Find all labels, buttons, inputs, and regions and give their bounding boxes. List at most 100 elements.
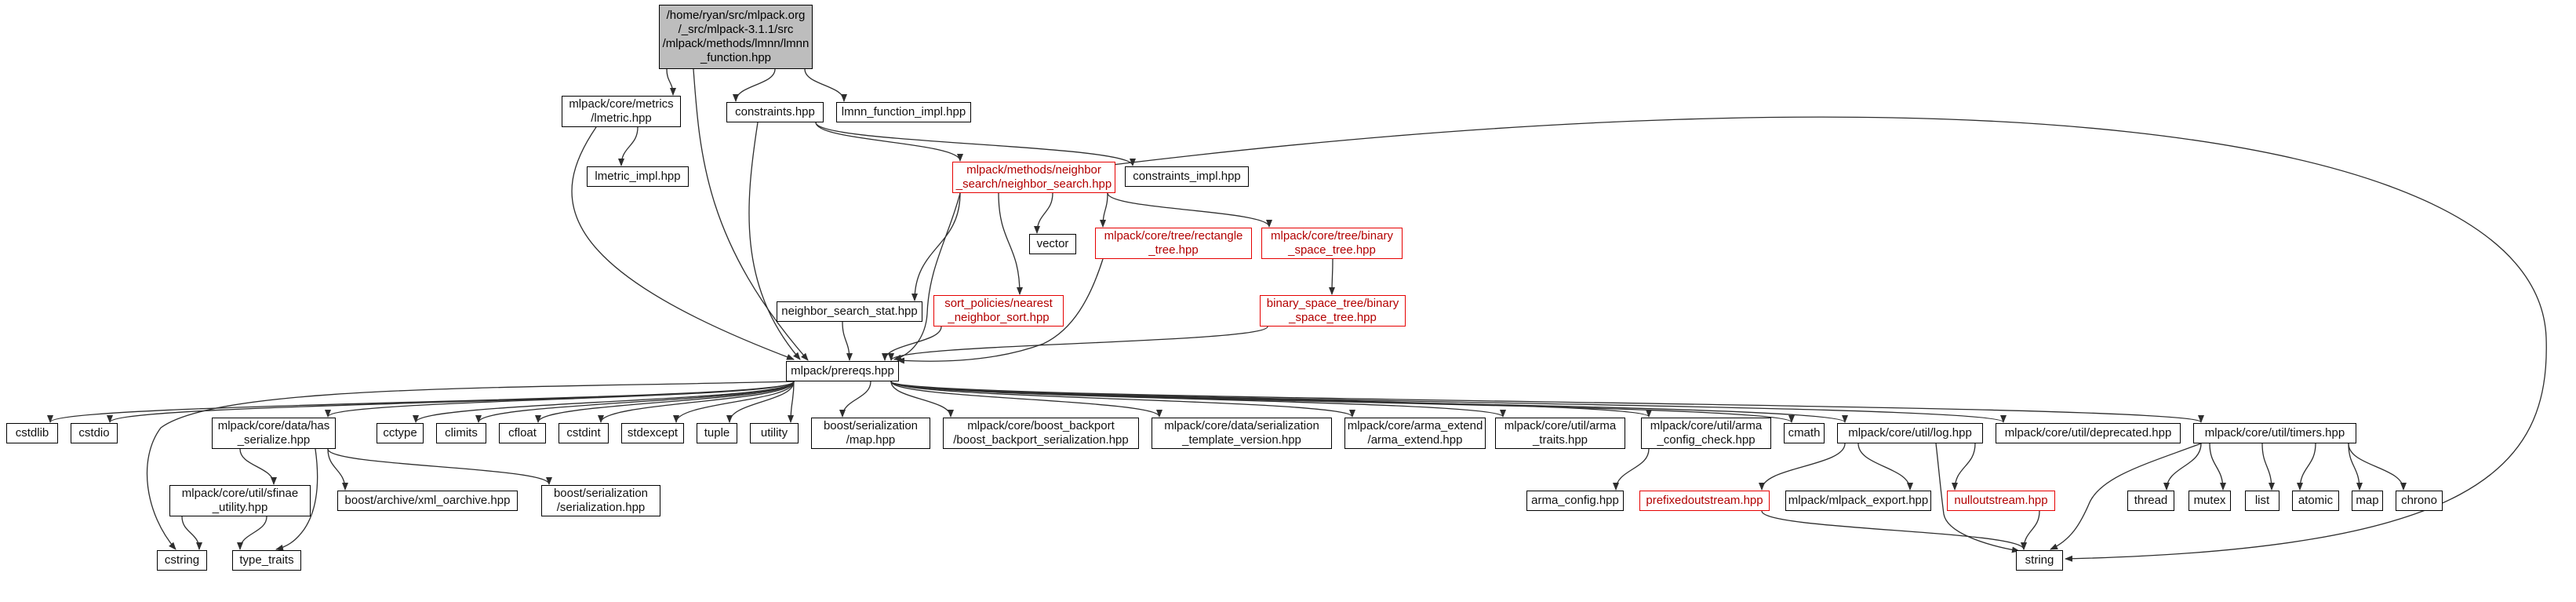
node-label: mlpack/core/util/log.hpp	[1848, 426, 1972, 440]
edge-prereqs-stdexcept	[673, 381, 795, 423]
node-log[interactable]: mlpack/core/util/log.hpp	[1837, 423, 1983, 443]
node-constraints_impl[interactable]: constraints_impl.hpp	[1125, 166, 1249, 187]
node-ser_map: boost/serialization/map.hpp	[811, 418, 930, 449]
node-label: mlpack/core/tree/rectangle	[1104, 229, 1243, 243]
edge-rectangle_tree-prereqs	[897, 258, 1104, 364]
node-cstdio: cstdio	[71, 423, 118, 443]
node-label: type_traits	[239, 553, 294, 567]
node-ser_tmpl[interactable]: mlpack/core/data/serialization_template_…	[1152, 418, 1332, 449]
node-label: /lmetric.hpp	[591, 111, 652, 125]
edge-prereqs-cstring	[146, 381, 795, 550]
node-label: climits	[445, 426, 478, 440]
node-label: utility	[760, 426, 788, 440]
node-nearest_neighbor_sort[interactable]: sort_policies/nearest_neighbor_sort.hpp	[933, 295, 1064, 327]
node-string: string	[2016, 550, 2063, 571]
node-prefixedoutstream[interactable]: prefixedoutstream.hpp	[1639, 491, 1770, 511]
node-label: cfloat	[508, 426, 537, 440]
edge-neighbor_search_stat-prereqs	[842, 321, 853, 361]
node-binary_space_tree_hpp[interactable]: mlpack/core/tree/binary_space_tree.hpp	[1261, 228, 1403, 259]
edge-neighbor_search-string	[1112, 116, 2547, 562]
edge-log-mlpack_export	[1857, 443, 1913, 491]
node-nulloutstream[interactable]: nulloutstream.hpp	[1947, 491, 2055, 511]
node-label: _search/neighbor_search.hpp	[955, 177, 1112, 191]
edge-constraints-prereqs	[748, 122, 801, 360]
node-cctype: cctype	[377, 423, 424, 443]
node-label: _space_tree.hpp	[1288, 243, 1376, 257]
node-timers[interactable]: mlpack/core/util/timers.hpp	[2193, 423, 2356, 443]
edge-has_serialize-ser_ser	[327, 448, 552, 485]
node-constraints[interactable]: constraints.hpp	[726, 102, 824, 122]
node-utility: utility	[750, 423, 799, 443]
node-neighbor_search_stat[interactable]: neighbor_search_stat.hpp	[777, 301, 922, 322]
node-label: mlpack/core/util/sfinae	[181, 487, 299, 500]
node-lmetric_impl[interactable]: lmetric_impl.hpp	[587, 166, 689, 187]
edge-nulloutstream-string	[2021, 510, 2040, 550]
node-vector: vector	[1029, 234, 1076, 254]
node-prereqs[interactable]: mlpack/prereqs.hpp	[786, 361, 899, 381]
edge-neighbor_search-binary_space_tree_hpp	[1107, 192, 1272, 228]
node-has_serialize[interactable]: mlpack/core/data/has_serialize.hpp	[212, 418, 336, 449]
node-lmnn_impl[interactable]: lmnn_function_impl.hpp	[836, 102, 971, 122]
node-label: cstring	[164, 553, 200, 567]
node-stdexcept: stdexcept	[621, 423, 684, 443]
edge-timers-mutex	[2209, 443, 2226, 491]
node-mlpack_export[interactable]: mlpack/mlpack_export.hpp	[1785, 491, 1931, 511]
node-label: _traits.hpp	[1532, 433, 1588, 447]
node-label: arma_config.hpp	[1531, 494, 1619, 507]
node-deprecated[interactable]: mlpack/core/util/deprecated.hpp	[1996, 423, 2181, 443]
node-label: sort_policies/nearest	[944, 297, 1053, 310]
node-backport[interactable]: mlpack/core/boost_backport/boost_backpor…	[943, 418, 1139, 449]
node-label: _tree.hpp	[1148, 243, 1199, 257]
node-label: /arma_extend.hpp	[1367, 433, 1463, 447]
edge-timers-atomic	[2297, 443, 2316, 491]
edge-prereqs-arma_config_check	[890, 381, 1652, 418]
node-arma_traits[interactable]: mlpack/core/util/arma_traits.hpp	[1495, 418, 1625, 449]
edge-prereqs-cstdint	[598, 381, 795, 423]
edge-lmetric-prereqs	[571, 126, 795, 360]
node-rectangle_tree[interactable]: mlpack/core/tree/rectangle_tree.hpp	[1095, 228, 1252, 259]
node-label: mlpack/core/data/has	[217, 419, 330, 432]
node-label: boost/serialization	[553, 487, 649, 500]
node-label: mlpack/core/data/serialization	[1164, 419, 1319, 432]
node-arma_extend[interactable]: mlpack/core/arma_extend/arma_extend.hpp	[1344, 418, 1486, 449]
node-label: mlpack/core/util/timers.hpp	[2204, 426, 2345, 440]
node-label: /_src/mlpack-3.1.1/src	[678, 23, 794, 36]
node-label: mlpack/core/arma_extend	[1347, 419, 1483, 432]
edge-prereqs-tuple	[726, 381, 795, 423]
edge-prereqs-utility	[788, 381, 795, 423]
node-tuple: tuple	[697, 423, 737, 443]
node-label: map	[2356, 494, 2379, 507]
node-label: mlpack/core/util/deprecated.hpp	[2004, 426, 2172, 440]
node-map: map	[2352, 491, 2383, 511]
edge-timers-thread	[2163, 443, 2202, 491]
node-sfinae[interactable]: mlpack/core/util/sfinae_utility.hpp	[169, 485, 311, 516]
node-label: list	[2254, 494, 2270, 507]
edge-bst_bst-prereqs	[888, 326, 1268, 361]
node-lmetric[interactable]: mlpack/core/metrics/lmetric.hpp	[562, 96, 681, 127]
node-arma_config_check[interactable]: mlpack/core/util/arma_config_check.hpp	[1641, 418, 1771, 449]
node-arma_config[interactable]: arma_config.hpp	[1526, 491, 1624, 511]
edge-neighbor_search-nearest_neighbor_sort	[998, 192, 1023, 295]
node-label: _neighbor_sort.hpp	[948, 311, 1050, 324]
edge-arma_config_check-arma_config	[1613, 448, 1650, 491]
node-bst_bst[interactable]: binary_space_tree/binary_space_tree.hpp	[1260, 295, 1406, 327]
edge-prereqs-climits	[475, 381, 795, 423]
node-label: _function.hpp	[700, 51, 772, 64]
node-label: boost/serialization	[823, 419, 919, 432]
node-label: _template_version.hpp	[1182, 433, 1301, 447]
node-neighbor_search[interactable]: mlpack/methods/neighbor_search/neighbor_…	[952, 162, 1115, 193]
node-label: _space_tree.hpp	[1289, 311, 1377, 324]
edge-prereqs-cmath	[890, 381, 1795, 423]
edge-has_serialize-type_traits	[275, 448, 318, 551]
edge-prereqs-cstdio	[107, 381, 795, 423]
edge-lmetric-lmetric_impl	[618, 126, 639, 166]
node-cstring: cstring	[157, 550, 207, 571]
node-cmath: cmath	[1784, 423, 1825, 443]
edge-prereqs-deprecated	[890, 381, 2007, 423]
node-label: string	[2025, 553, 2054, 567]
node-list: list	[2245, 491, 2279, 511]
node-label: cctype	[383, 426, 417, 440]
node-label: lmetric_impl.hpp	[595, 170, 681, 183]
node-label: binary_space_tree/binary	[1266, 297, 1399, 310]
node-label: cmath	[1788, 426, 1821, 440]
